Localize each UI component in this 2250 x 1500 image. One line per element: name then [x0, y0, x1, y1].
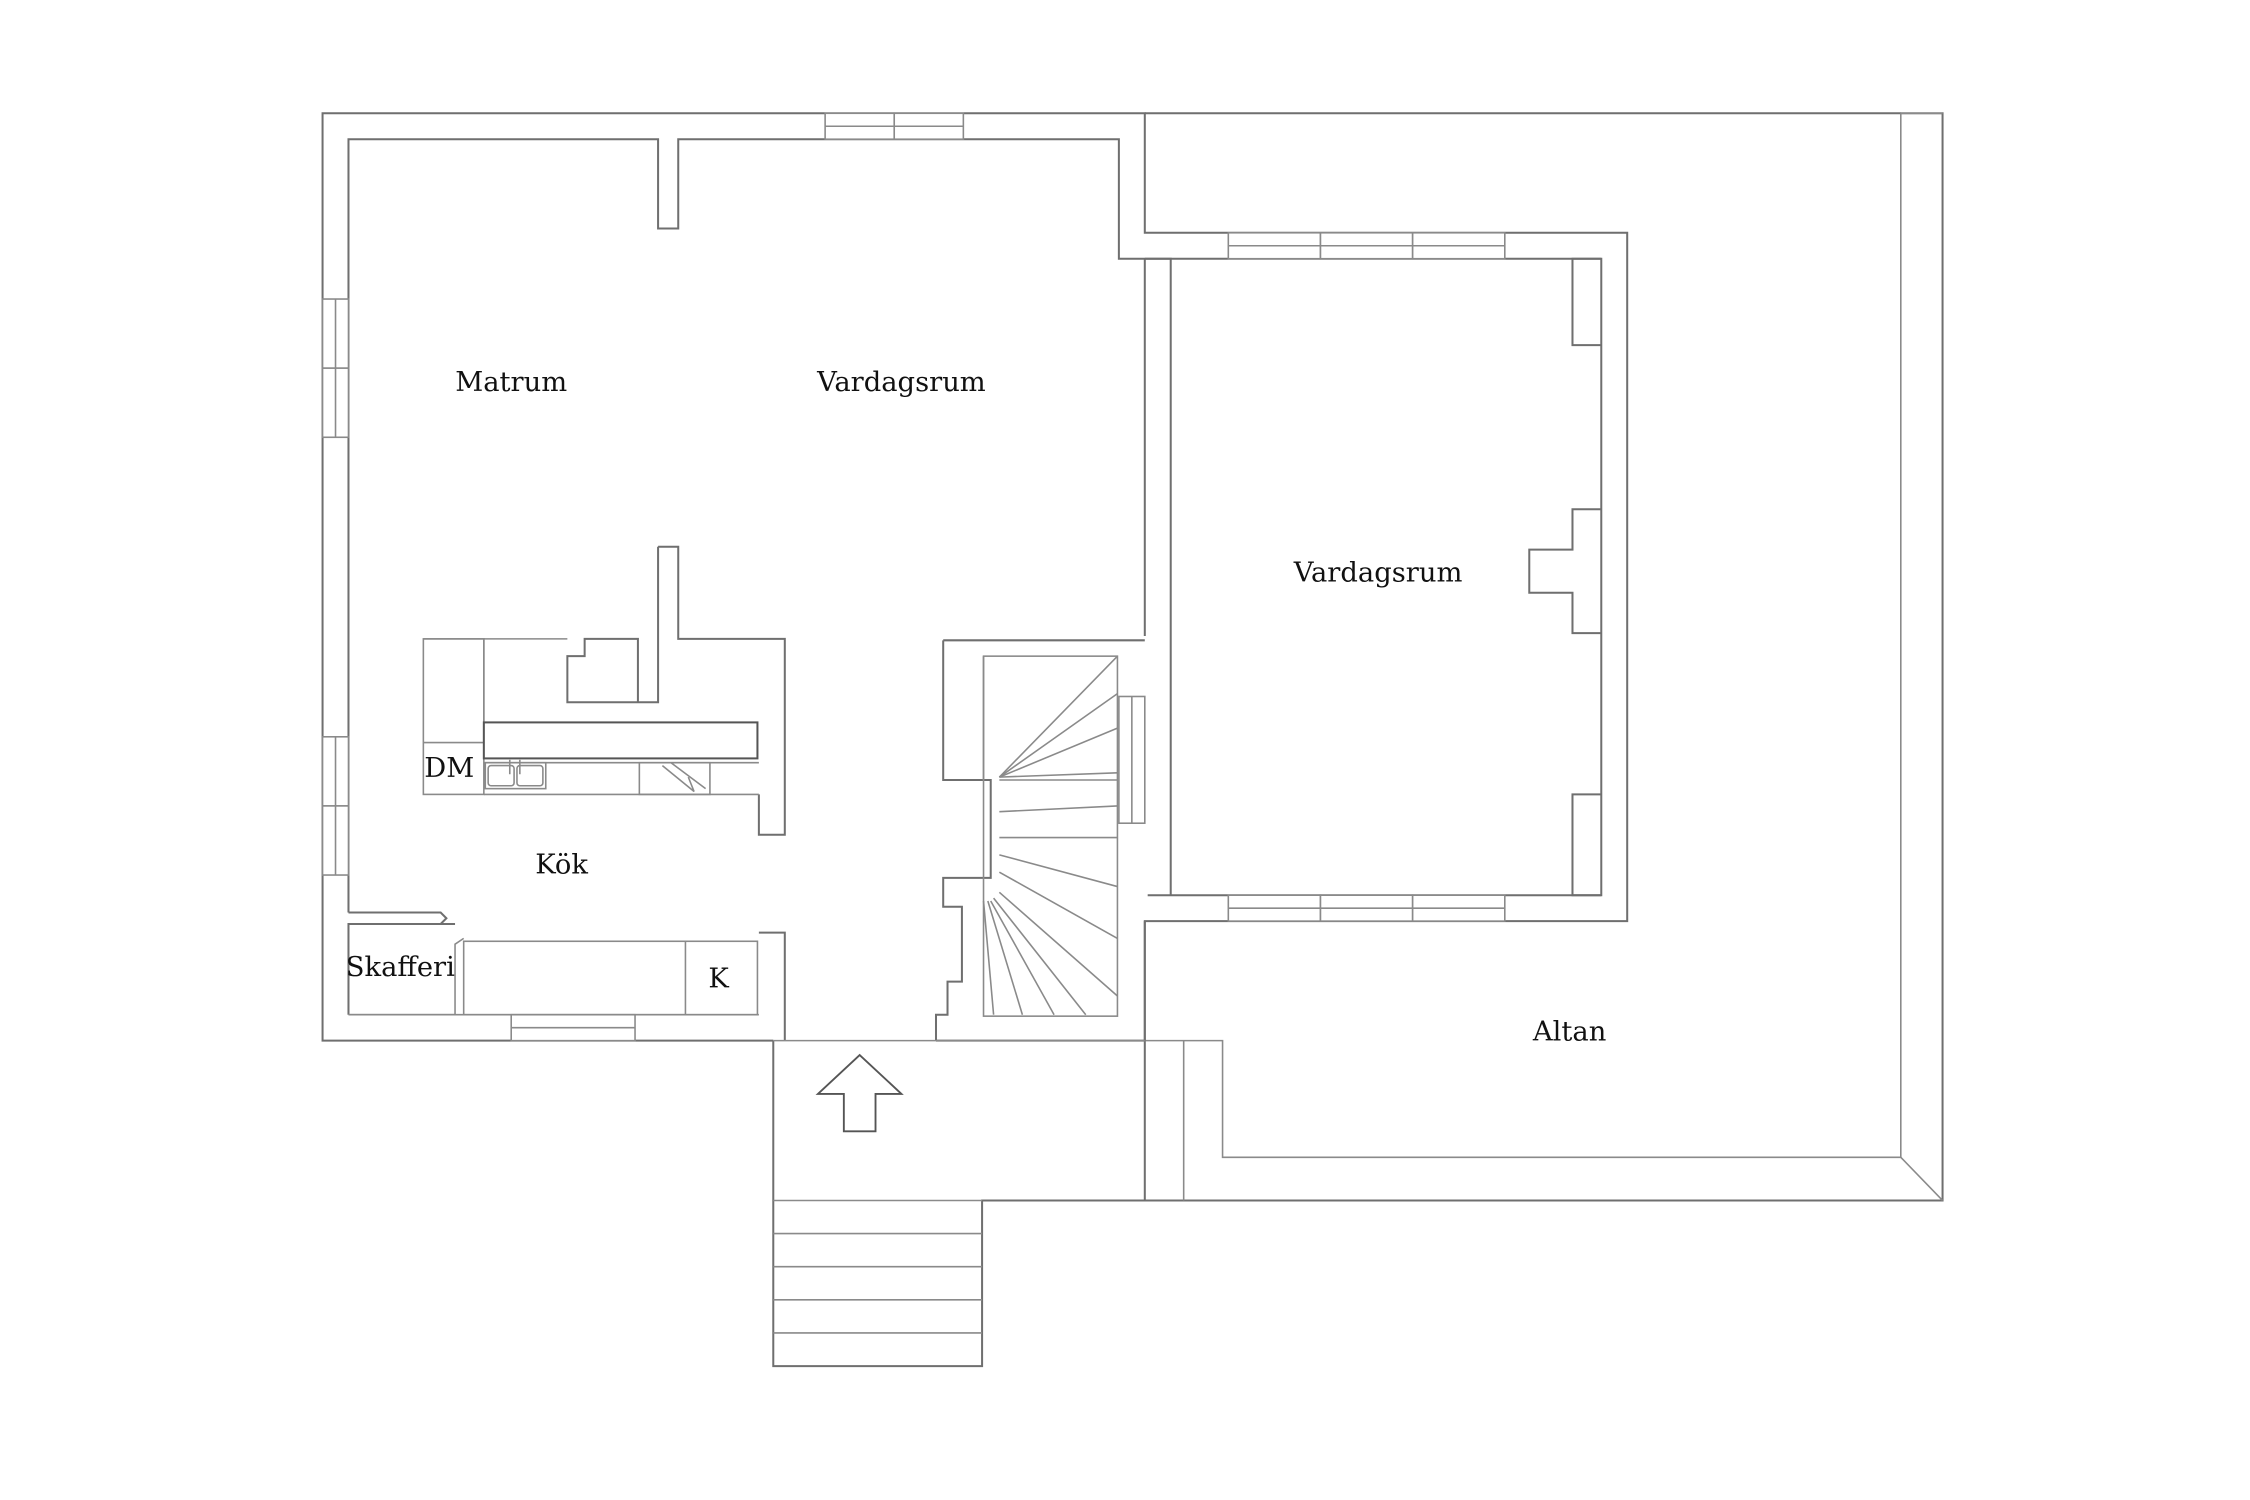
room-label-altan: Altan: [1532, 1017, 1606, 1048]
kitchen-walls: [422, 545, 786, 836]
room-labels: Matrum Vardagsrum Vardagsrum Kök DM Skaf…: [346, 367, 1607, 1047]
entrance-porch: [772, 1039, 1145, 1368]
room-label-kok: Kök: [535, 850, 588, 881]
room-label-skafferi: Skafferi: [346, 952, 455, 983]
room-label-dm: DM: [424, 753, 474, 784]
room-label-matrum: Matrum: [455, 367, 567, 398]
pantry-fridge: [347, 922, 759, 1016]
windows: [321, 112, 1506, 1042]
room-label-vardagsrum-1: Vardagsrum: [816, 367, 986, 398]
deck-altan: [1143, 112, 1944, 1202]
east-room-walls: [1143, 257, 1602, 897]
sink-icon: [484, 759, 547, 790]
room-label-k: K: [708, 963, 729, 994]
room-label-vardagsrum-2: Vardagsrum: [1293, 557, 1463, 588]
up-arrow-icon: [815, 1053, 904, 1133]
staircase-icon: [934, 639, 1145, 1041]
